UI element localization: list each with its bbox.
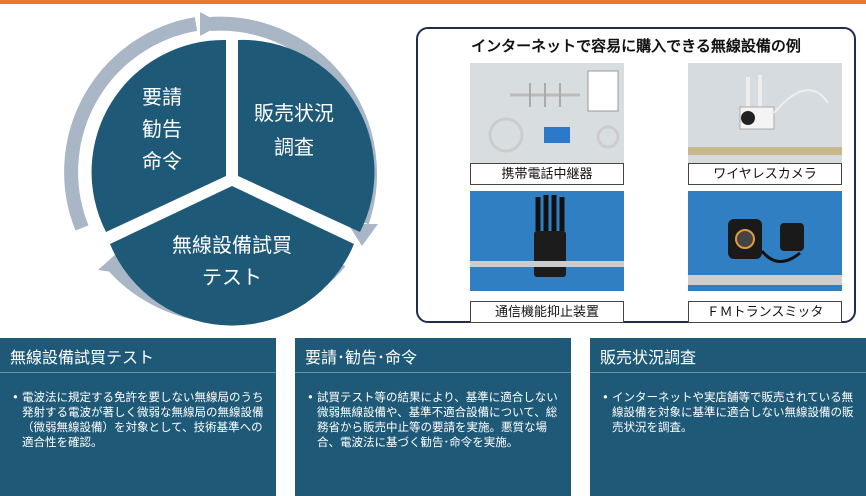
box-request-body: • 試買テスト等の結果により、基準に適合しない微弱無線設備や、基準不適合設備につ… <box>307 390 561 450</box>
caption-fm-transmitter: ＦＭトランスミッタ <box>688 301 842 323</box>
box-sales-survey-title: 販売状況調査 <box>600 348 697 367</box>
box-test-purchase-text: 電波法に規定する免許を要しない無線局のうち発射する電波が著しく微弱な無線局の無線… <box>22 390 264 449</box>
caption-mobile-repeater: 携帯電話中継器 <box>470 163 624 185</box>
top-accent-bar <box>0 0 866 4</box>
antenna-repeater-icon <box>470 63 624 163</box>
segment-request-line-2: 勧告 <box>142 117 182 141</box>
segment-sales-line-1: 販売状況 <box>254 101 334 125</box>
wireless-camera-icon <box>688 63 842 163</box>
box-sales-survey-body: • インターネットや実店舗等で販売されている無線設備を対象に基準に適合しない無線… <box>602 390 856 435</box>
box-test-purchase: 無線設備試買テスト • 電波法に規定する免許を要しない無線局のうち発射する電波が… <box>0 338 276 496</box>
box-divider <box>590 372 866 373</box>
photo-fm-transmitter <box>688 191 842 291</box>
segment-test-line-2: テスト <box>202 265 262 289</box>
box-request: 要請･勧告･命令 • 試買テスト等の結果により、基準に適合しない微弱無線設備や、… <box>295 338 571 496</box>
box-request-title: 要請･勧告･命令 <box>305 348 418 367</box>
box-divider <box>0 372 276 373</box>
photo-jammer <box>470 191 624 291</box>
photo-wireless-camera <box>688 63 842 163</box>
segment-request-line-3: 命令 <box>142 149 182 173</box>
segment-sales-survey <box>238 39 375 232</box>
jammer-icon <box>470 191 624 291</box>
photo-mobile-repeater <box>470 63 624 163</box>
box-divider <box>295 372 571 373</box>
segment-request-label: 要請 勧告 命令 <box>142 85 182 173</box>
segment-test-purchase-label: 無線設備試買 テスト <box>172 233 292 289</box>
box-test-purchase-body: • 電波法に規定する免許を要しない無線局のうち発射する電波が著しく微弱な無線局の… <box>12 390 266 450</box>
segment-request-line-1: 要請 <box>142 85 182 109</box>
box-request-text: 試買テスト等の結果により、基準に適合しない微弱無線設備や、基準不適合設備について… <box>317 390 558 449</box>
fm-transmitter-icon <box>688 191 842 291</box>
cycle-diagram: 要請 勧告 命令 販売状況 調査 無線設備試買 テスト <box>64 12 378 326</box>
segment-sales-survey-label: 販売状況 調査 <box>254 101 334 159</box>
caption-jammer: 通信機能抑止装置 <box>470 301 624 323</box>
segment-sales-line-2: 調査 <box>274 135 314 159</box>
box-sales-survey: 販売状況調査 • インターネットや実店舗等で販売されている無線設備を対象に基準に… <box>590 338 866 496</box>
box-sales-survey-text: インターネットや実店舗等で販売されている無線設備を対象に基準に適合しない無線設備… <box>612 390 854 434</box>
segment-test-purchase <box>110 186 354 326</box>
segment-test-line-1: 無線設備試買 <box>172 233 292 257</box>
ring-arc-left <box>64 17 198 231</box>
bullet-icon: • <box>602 390 609 404</box>
bullet-icon: • <box>12 390 19 404</box>
caption-wireless-camera: ワイヤレスカメラ <box>688 163 842 185</box>
segment-request <box>91 39 226 232</box>
box-test-purchase-title: 無線設備試買テスト <box>10 348 155 367</box>
arrowhead-top-icon <box>200 12 222 36</box>
bullet-icon: • <box>307 390 314 404</box>
examples-title: インターネットで容易に購入できる無線設備の例 <box>471 37 801 55</box>
examples-panel: インターネットで容易に購入できる無線設備の例 携帯電話中継器 ワイヤレスカメラ <box>416 27 856 323</box>
